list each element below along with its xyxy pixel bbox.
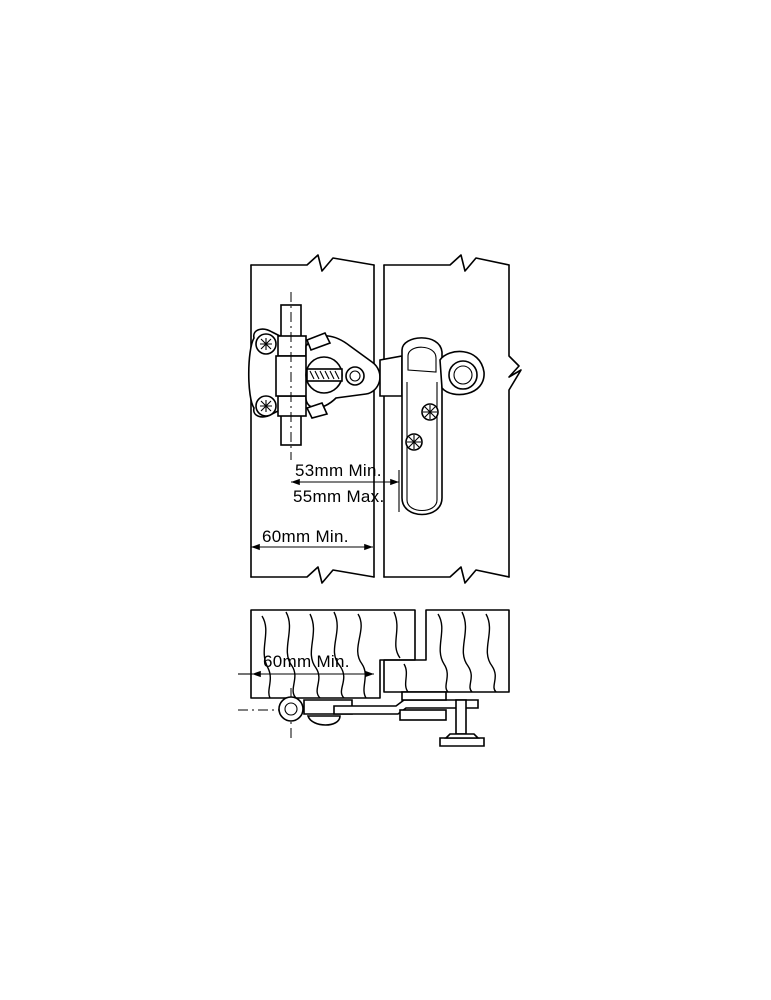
- section-view: 60mm Min.: [238, 609, 510, 747]
- left-timber-section: [250, 609, 416, 699]
- dim-label-55mm-max: 55mm Max.: [293, 487, 385, 506]
- latch-hardware-section: [238, 688, 485, 747]
- right-timber-section: [383, 609, 510, 693]
- latch-keeper: [248, 292, 381, 460]
- right-gate-panel: [383, 254, 522, 584]
- left-post-panel: [250, 254, 375, 584]
- dim-label-60mm-min-front: 60mm Min.: [262, 527, 349, 546]
- edge-dimension-section: 60mm Min.: [238, 652, 374, 678]
- latch-handle: [379, 337, 485, 516]
- gap-dimension: 53mm Min. 55mm Max.: [291, 461, 400, 512]
- edge-dimension-front: 60mm Min.: [251, 527, 373, 551]
- front-elevation: 53mm Min. 55mm Max. 60mm Min.: [248, 254, 522, 584]
- dim-label-53mm-min: 53mm Min.: [295, 461, 382, 480]
- dim-label-60mm-min-section: 60mm Min.: [263, 652, 350, 671]
